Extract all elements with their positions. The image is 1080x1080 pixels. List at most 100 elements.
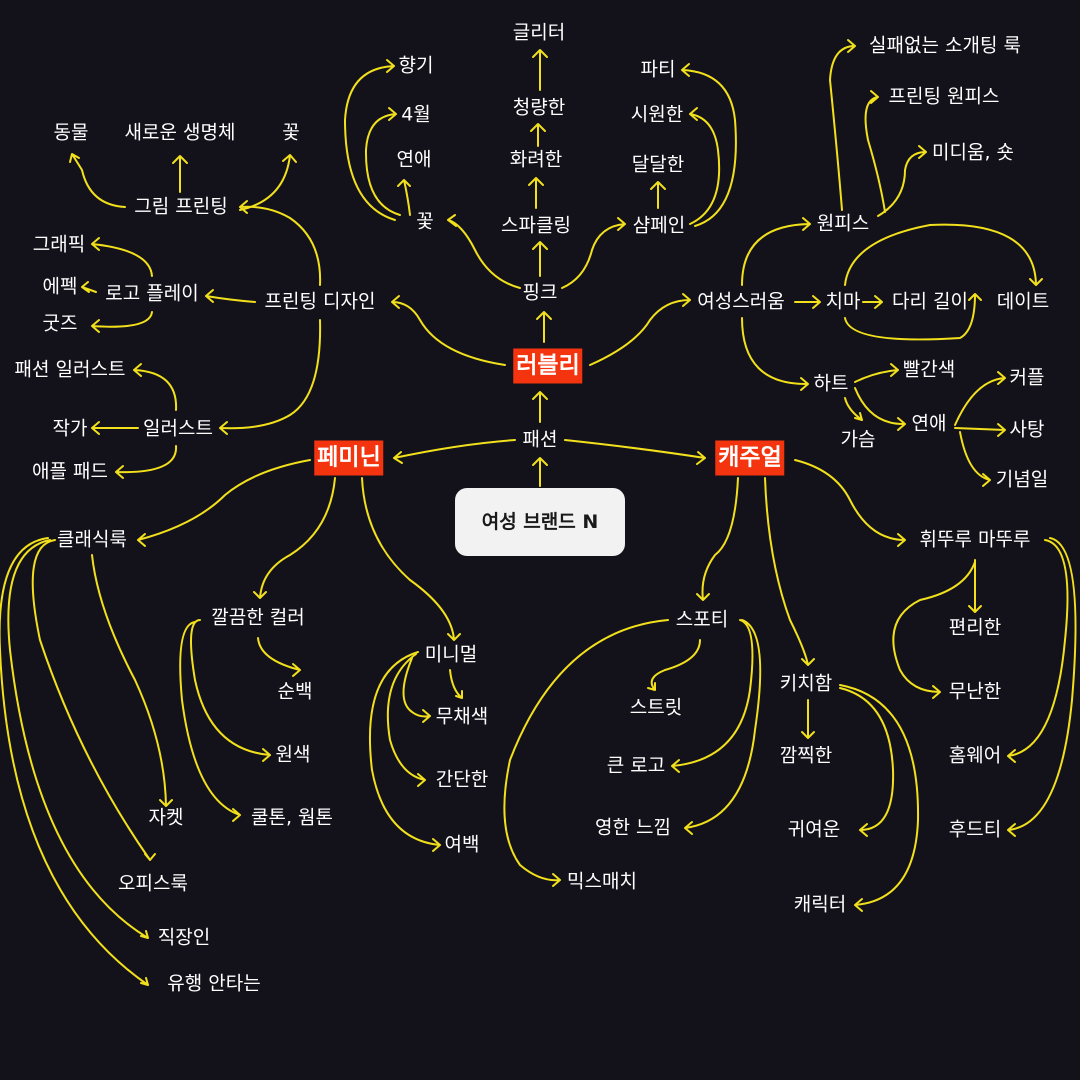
node-big-logo: 큰 로고 [606, 754, 666, 777]
edge-fashion-lovely [532, 391, 548, 423]
node-graphic: 그래픽 [32, 233, 86, 256]
node-chest: 가슴 [840, 428, 876, 451]
edge-cas-sporty [696, 477, 739, 601]
node-primary: 원색 [275, 743, 311, 766]
edge-flower-romance [397, 179, 411, 216]
node-simple: 간단한 [435, 768, 489, 791]
node-pure-white: 순백 [277, 680, 313, 703]
node-pink: 핑크 [522, 281, 558, 304]
edge-throw-homewear [1007, 539, 1069, 763]
node-red: 빨간색 [902, 358, 956, 381]
node-minimal: 미니멀 [424, 643, 478, 666]
edge-throw-comfy [968, 559, 982, 613]
edge-clean-primary [190, 619, 271, 762]
node-hoodie: 후드티 [948, 818, 1002, 841]
node-goods: 굿즈 [42, 312, 78, 335]
node-romance-top: 연애 [396, 148, 432, 171]
edge-minimal-achro2 [402, 657, 431, 723]
node-champagne: 샴페인 [632, 214, 686, 237]
node-midi-short: 미디움, 숏 [932, 141, 1014, 164]
edge-throw-hoodie [1007, 537, 1077, 837]
node-cute: 귀여운 [787, 818, 841, 841]
node-comfy: 편리한 [948, 616, 1002, 639]
node-sporty: 스포티 [675, 608, 729, 631]
node-casual-throw: 휘뚜루 마뚜루 [919, 528, 1031, 551]
edge-lovely-print [391, 295, 506, 366]
edge-kitsch-startling [801, 699, 815, 739]
edge-flower-april [364, 107, 401, 216]
node-fashion-illust: 패션 일러스트 [14, 358, 126, 381]
node-homewear: 홈웨어 [948, 744, 1002, 767]
node-startling: 깜찍한 [779, 744, 833, 767]
node-young: 영한 느낌 [595, 816, 671, 839]
node-mix-match: 믹스매치 [567, 870, 637, 893]
node-flower-left: 꽃 [282, 121, 300, 144]
node-sweet: 달달한 [631, 153, 685, 176]
edge-sporty-young [684, 619, 762, 835]
edge-champagne-party [681, 63, 737, 227]
edge-skirt-leg2 [844, 293, 982, 341]
node-animal: 동물 [53, 121, 89, 144]
node-date: 데이트 [996, 290, 1050, 313]
edge-illust-writer [91, 421, 139, 435]
node-scent: 향기 [398, 54, 434, 77]
node-skirt: 치마 [825, 290, 861, 313]
edge-flower-scent [344, 59, 396, 221]
edge-romance-candy [954, 423, 1006, 437]
node-illust: 일러스트 [143, 417, 213, 440]
node-character: 캐릭터 [793, 893, 847, 916]
edge-fem-onepiece [741, 217, 811, 286]
node-femininity: 여성스러움 [697, 290, 785, 313]
node-drawing-print: 그림 프린팅 [134, 195, 228, 218]
root-node-brand-n: 여성 브랜드 N [455, 488, 625, 556]
node-print-design: 프린팅 디자인 [264, 290, 376, 313]
node-classic: 클래식룩 [57, 528, 127, 551]
edge-skirt-date [844, 223, 1043, 286]
edge-sporty-biglogo [671, 619, 754, 773]
node-cool: 시원한 [630, 103, 684, 126]
node-street: 스트릿 [629, 696, 683, 719]
edge-sporty-street [647, 639, 701, 691]
node-heart: 하트 [813, 372, 849, 395]
node-fancy: 화려한 [509, 148, 563, 171]
edge-pink-sparkling [532, 241, 548, 277]
edge-skirt-leg [862, 295, 883, 309]
edge-print-drawing [239, 200, 322, 286]
node-refreshing: 청량한 [512, 96, 566, 119]
node-clean-color: 깔끔한 컬러 [211, 606, 305, 629]
edge-fancy-refreshing [530, 123, 546, 147]
node-achromatic: 무채색 [435, 705, 489, 728]
edge-lovely-femininity [589, 293, 691, 366]
edge-cas-kitsch [764, 477, 815, 666]
edge-fem-heart [741, 317, 809, 391]
edge-onepiece-blind [829, 39, 856, 211]
edge-minimal-achro [449, 669, 463, 699]
edge-heart-chest [844, 397, 863, 421]
edge-illust-apple [115, 445, 178, 479]
edge-illust-fashion [133, 363, 178, 411]
edge-classic-office [31, 539, 156, 861]
node-blind-date: 실패없는 소개팅 룩 [869, 34, 1021, 57]
edge-kitsch-cute [839, 687, 895, 837]
node-timeless: 유행 안타는 [167, 972, 261, 995]
node-romance-right: 연애 [911, 412, 947, 435]
edge-onepiece-print [864, 90, 886, 213]
node-glitter: 글리터 [512, 21, 566, 44]
node-couple: 커플 [1009, 366, 1045, 389]
edge-fem-classic [137, 459, 311, 547]
edge-minimal-simple [386, 653, 426, 787]
edge-pink-champagne [561, 217, 626, 289]
node-writer: 작가 [52, 417, 88, 440]
edge-classic-jacket [91, 554, 173, 807]
edge-heart-romance [854, 387, 906, 431]
edge-drawing-flower [239, 154, 297, 211]
edge-sparkling-fancy [528, 177, 544, 209]
edge-root-fashion [532, 457, 548, 487]
node-worker: 직장인 [157, 926, 211, 949]
edge-clean-coolwarm [179, 621, 241, 822]
main-node-casual: 캐주얼 [715, 440, 785, 476]
edge-sporty-mix [503, 619, 669, 887]
node-leg-length: 다리 길이 [892, 290, 968, 313]
node-plain: 무난한 [948, 680, 1002, 703]
